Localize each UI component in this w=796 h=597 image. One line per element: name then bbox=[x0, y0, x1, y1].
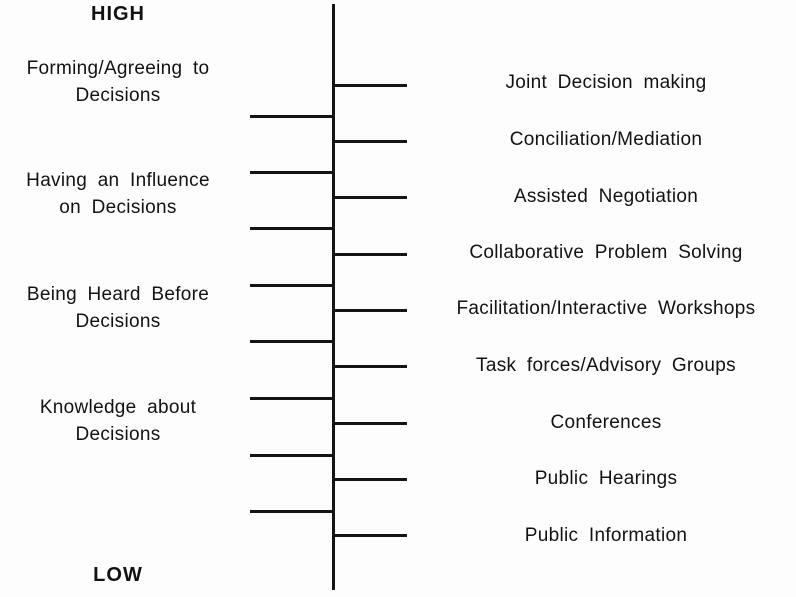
axis-high-label: HIGH bbox=[91, 3, 145, 25]
right-item-conciliation-mediation: Conciliation/Mediation bbox=[509, 129, 703, 150]
left-category-forming-agreeing: Forming/Agreeing to Decisions bbox=[26, 58, 210, 106]
left-tick-8 bbox=[250, 510, 333, 513]
axis-low-label: LOW bbox=[93, 564, 143, 586]
left-tick-3 bbox=[250, 227, 333, 230]
right-item-public-hearings: Public Hearings bbox=[534, 468, 678, 489]
right-item-collaborative-problem-solving: Collaborative Problem Solving bbox=[469, 242, 743, 263]
right-tick-5 bbox=[333, 309, 407, 312]
left-tick-5 bbox=[250, 340, 333, 343]
left-category-having-influence: Having an Influence on Decisions bbox=[26, 170, 210, 218]
right-item-conferences: Conferences bbox=[550, 412, 662, 433]
left-category-knowledge-about: Knowledge about Decisions bbox=[39, 397, 197, 445]
left-category-being-heard: Being Heard Before Decisions bbox=[26, 284, 210, 332]
left-tick-7 bbox=[250, 454, 333, 457]
right-item-public-information: Public Information bbox=[524, 525, 688, 546]
left-tick-4 bbox=[250, 284, 333, 287]
right-tick-1 bbox=[333, 84, 407, 87]
left-tick-2 bbox=[250, 171, 333, 174]
axis-vertical-line bbox=[332, 4, 335, 590]
left-tick-6 bbox=[250, 397, 333, 400]
right-item-assisted-negotiation: Assisted Negotiation bbox=[513, 186, 699, 207]
right-tick-3 bbox=[333, 196, 407, 199]
right-tick-4 bbox=[333, 253, 407, 256]
right-item-joint-decision-making: Joint Decision making bbox=[505, 72, 707, 93]
right-item-task-forces-advisory-groups: Task forces/Advisory Groups bbox=[476, 355, 736, 376]
right-tick-6 bbox=[333, 365, 407, 368]
left-tick-1 bbox=[250, 115, 333, 118]
right-tick-8 bbox=[333, 478, 407, 481]
right-tick-7 bbox=[333, 422, 407, 425]
right-tick-9 bbox=[333, 534, 407, 537]
right-tick-2 bbox=[333, 140, 407, 143]
right-item-facilitation-interactive-workshops: Facilitation/Interactive Workshops bbox=[456, 298, 756, 319]
